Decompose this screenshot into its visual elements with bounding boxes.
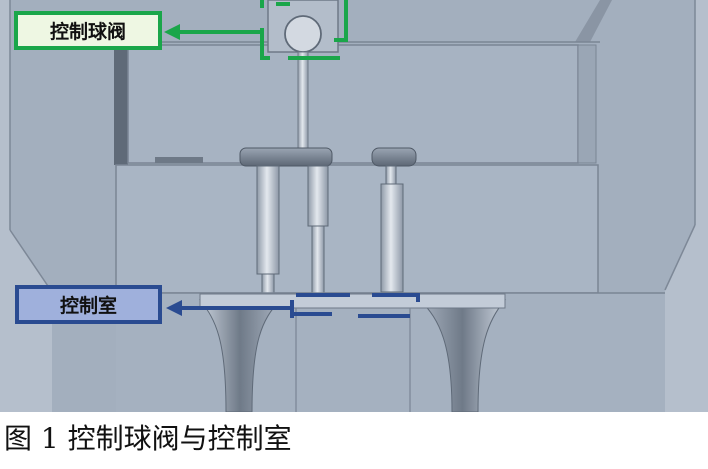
chamber-label-text: 控制室 bbox=[59, 295, 117, 317]
figure-caption: 图 1 控制球阀与控制室 bbox=[4, 422, 292, 455]
right-outer-wall bbox=[665, 0, 708, 412]
left-throat bbox=[198, 299, 282, 412]
left-channel bbox=[114, 20, 128, 165]
ball-valve-label-text: 控制球阀 bbox=[49, 21, 126, 43]
chamber-label: 控制室 bbox=[15, 285, 162, 324]
right-throat bbox=[418, 299, 507, 412]
control-chamber bbox=[199, 293, 506, 309]
chamber-arrow bbox=[166, 300, 292, 316]
ball-valve bbox=[284, 15, 322, 53]
ball-valve-label: 控制球阀 bbox=[14, 11, 162, 50]
valve-arrow bbox=[164, 24, 262, 40]
middle-block bbox=[115, 164, 599, 294]
valve-cross-section-figure bbox=[0, 0, 708, 412]
chamber-highlight bbox=[290, 293, 420, 318]
upper-block bbox=[127, 44, 579, 164]
rod-crossbar bbox=[239, 147, 333, 167]
ball-valve-highlight bbox=[260, 0, 348, 60]
right-rod-cap bbox=[371, 147, 417, 167]
